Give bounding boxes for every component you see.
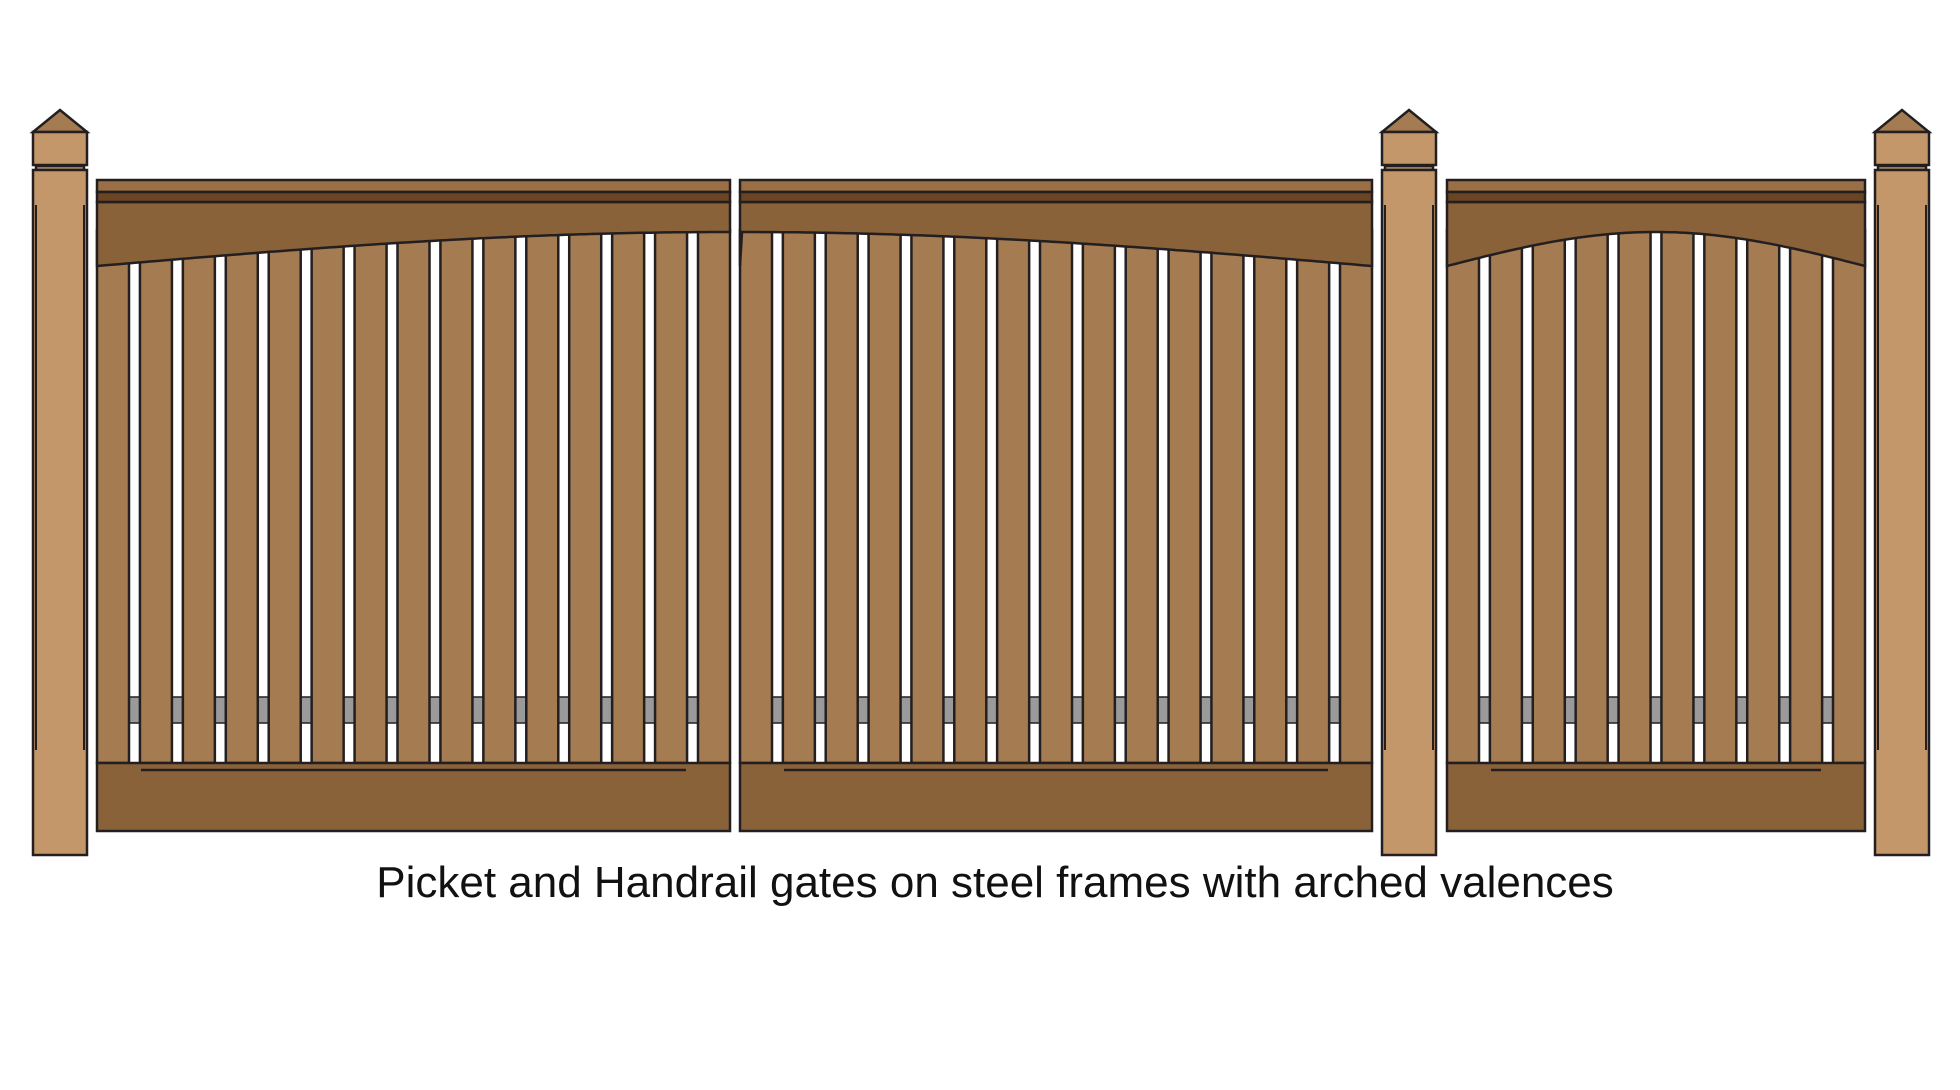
post-cap-point — [1378, 108, 1440, 134]
top-rail — [95, 178, 732, 194]
picket — [1038, 228, 1074, 765]
picket — [353, 228, 388, 765]
bottom-rail — [95, 761, 732, 833]
top-rail-lower — [738, 190, 1374, 204]
picket — [1788, 228, 1824, 765]
picket — [95, 228, 131, 765]
post-body — [31, 168, 89, 857]
picket — [181, 228, 217, 765]
picket — [1531, 228, 1567, 765]
gate-post — [1378, 108, 1440, 857]
picket — [1124, 228, 1159, 765]
picket — [738, 228, 774, 765]
post-cap-point — [29, 108, 91, 134]
picket — [824, 228, 859, 765]
post-cap-block — [1873, 130, 1931, 167]
picket — [525, 228, 560, 765]
top-rail — [1445, 178, 1867, 194]
arched-valance — [1445, 200, 1867, 268]
picket — [439, 228, 474, 765]
post-cap-block — [1380, 130, 1438, 167]
picket — [867, 228, 902, 765]
picket — [396, 228, 431, 765]
gate-post — [29, 108, 91, 857]
picket — [1745, 228, 1781, 765]
post-body — [1873, 168, 1931, 857]
diagram-caption: Picket and Handrail gates on steel frame… — [376, 858, 1614, 907]
picket — [696, 228, 732, 765]
picket — [138, 228, 174, 765]
bottom-rail — [1445, 761, 1867, 833]
picket — [1574, 228, 1609, 765]
arched-valance — [738, 200, 1374, 268]
bottom-rail — [738, 761, 1374, 833]
picket — [1081, 228, 1117, 765]
gate-panel — [1445, 178, 1867, 833]
picket — [1295, 228, 1331, 765]
gate-post — [1871, 108, 1933, 857]
picket — [1831, 228, 1867, 765]
picket — [224, 228, 260, 765]
top-rail-lower — [95, 190, 732, 204]
picket — [310, 228, 345, 765]
post-body — [1380, 168, 1438, 857]
top-rail-lower — [1445, 190, 1867, 204]
picket — [1703, 228, 1738, 765]
picket — [1488, 228, 1524, 765]
picket — [482, 228, 517, 765]
picket — [1253, 228, 1288, 765]
picket — [653, 228, 689, 765]
post-cap-block — [31, 130, 89, 167]
picket — [1210, 228, 1245, 765]
picket — [1660, 228, 1695, 765]
picket — [910, 228, 945, 765]
gate-panel — [95, 178, 732, 833]
picket — [953, 228, 988, 765]
picket — [567, 228, 603, 765]
post-cap-point — [1871, 108, 1933, 134]
picket — [995, 228, 1031, 765]
picket — [267, 228, 302, 765]
arched-valance — [95, 200, 732, 268]
picket — [781, 228, 817, 765]
picket — [1167, 228, 1202, 765]
picket — [1445, 228, 1481, 765]
picket — [1338, 228, 1374, 765]
picket — [610, 228, 646, 765]
top-rail — [738, 178, 1374, 194]
picket — [1617, 228, 1652, 765]
gate-panel — [738, 178, 1374, 833]
